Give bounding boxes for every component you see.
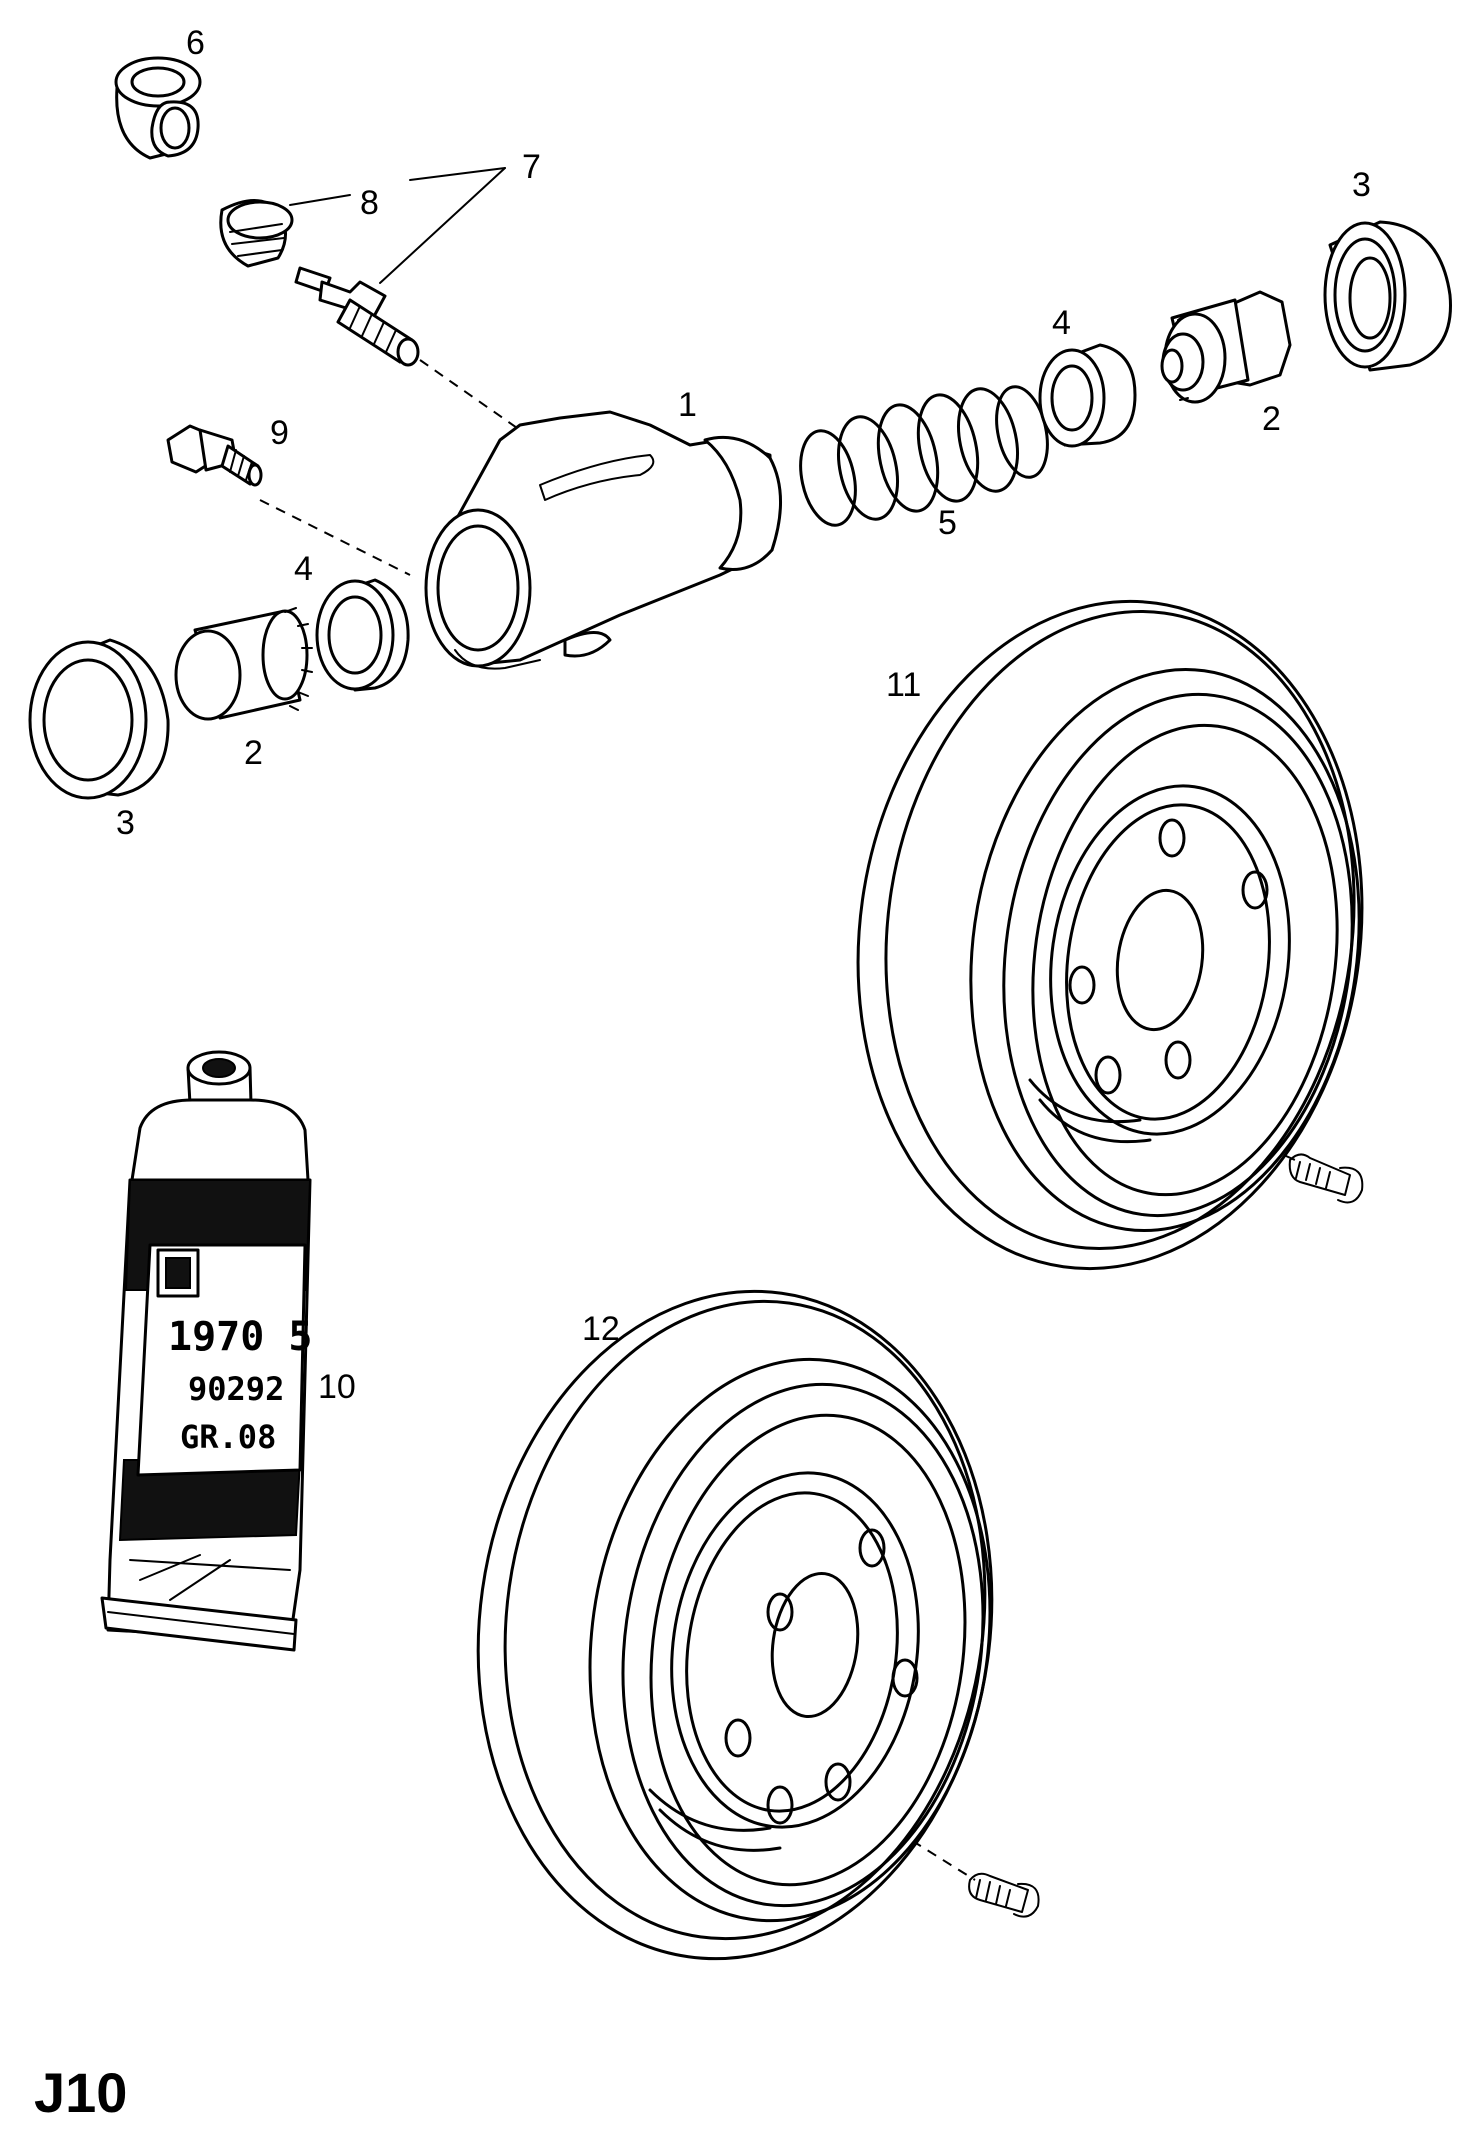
leader-lines-7-8 [289, 167, 506, 284]
callout-1: 1 [678, 386, 697, 424]
callout-10: 10 [318, 1368, 356, 1406]
callout-3-right: 3 [1352, 166, 1371, 204]
callout-4-right: 4 [1052, 304, 1071, 342]
callout-6: 6 [186, 24, 205, 62]
part-3-boot-right [1323, 220, 1452, 372]
diagram-code: J10 [34, 2061, 127, 2124]
callout-7: 7 [522, 148, 541, 186]
part-6-dust-cap [114, 56, 202, 160]
part-1-wheel-cylinder [424, 410, 782, 670]
callout-2-left: 2 [244, 734, 263, 772]
callouts: 6 7 8 3 4 1 9 2 5 4 11 2 3 12 10 [116, 24, 1371, 1406]
callout-8: 8 [360, 184, 379, 222]
part-4-seal-left [315, 578, 410, 692]
part-2-piston-right [1160, 290, 1292, 404]
tube-label-line1: 1970 5 [168, 1314, 313, 1360]
part-11-brake-drum [856, 599, 1364, 1271]
callout-2-right: 2 [1262, 400, 1281, 438]
tube-label-line3: GR.08 [180, 1418, 276, 1456]
part-8-bleeder-cap [219, 199, 294, 268]
callout-5: 5 [938, 504, 957, 542]
part-9-screw [166, 424, 263, 487]
part-7-bleeder-screw [294, 266, 420, 367]
part-12-brake-drum [476, 1289, 994, 1961]
callout-3-left: 3 [116, 804, 135, 842]
tube-label-line2: 90292 [188, 1370, 284, 1408]
part-3-boot-left [28, 638, 170, 800]
callout-9: 9 [270, 414, 289, 452]
callout-11: 11 [886, 666, 921, 704]
part-10-grease-tube: 1970 5 90292 GR.08 [100, 1050, 313, 1652]
callout-12: 12 [582, 1310, 620, 1348]
part-5-spring [799, 385, 1049, 527]
part-12-drum-screw [968, 1872, 1040, 1918]
part-2-piston-left [174, 607, 313, 721]
part-4-seal-right [1038, 343, 1137, 448]
part-11-drum-screw [1288, 1153, 1364, 1204]
callout-4-left: 4 [294, 550, 313, 588]
